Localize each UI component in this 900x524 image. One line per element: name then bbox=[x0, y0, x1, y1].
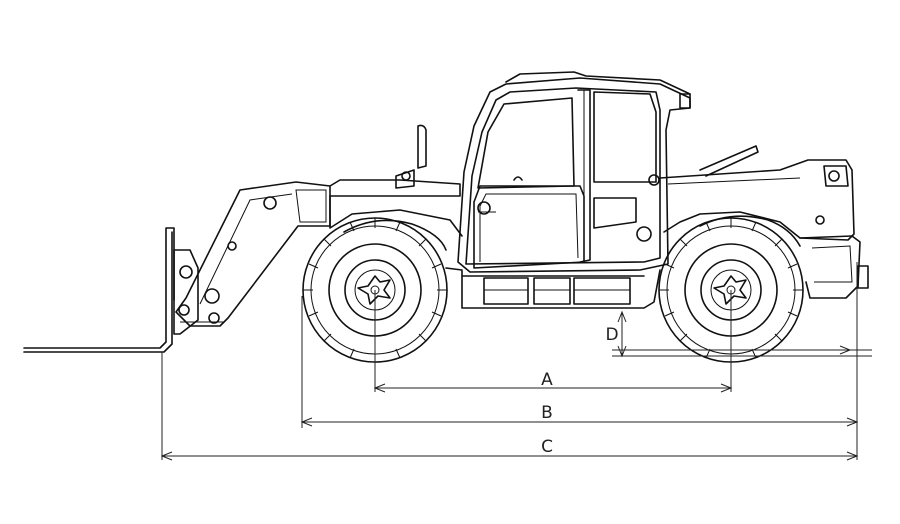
dimension-c bbox=[160, 451, 859, 461]
dimension-lines bbox=[160, 262, 872, 461]
fork-carriage bbox=[23, 227, 199, 353]
dimension-b bbox=[300, 417, 859, 427]
dimension-d-label: D bbox=[605, 325, 618, 345]
rear-tire-tread bbox=[659, 218, 803, 362]
dimension-b-label: B bbox=[541, 403, 553, 423]
dimension-a bbox=[373, 383, 733, 393]
dimension-a-label: A bbox=[541, 370, 553, 390]
rear-wheel bbox=[658, 215, 804, 363]
chassis-body bbox=[329, 124, 869, 309]
telescopic-boom bbox=[175, 181, 331, 327]
front-tire-tread bbox=[303, 218, 447, 362]
dimension-c-label: C bbox=[541, 437, 553, 457]
dimension-d bbox=[612, 310, 872, 358]
operator-cab bbox=[457, 71, 691, 273]
